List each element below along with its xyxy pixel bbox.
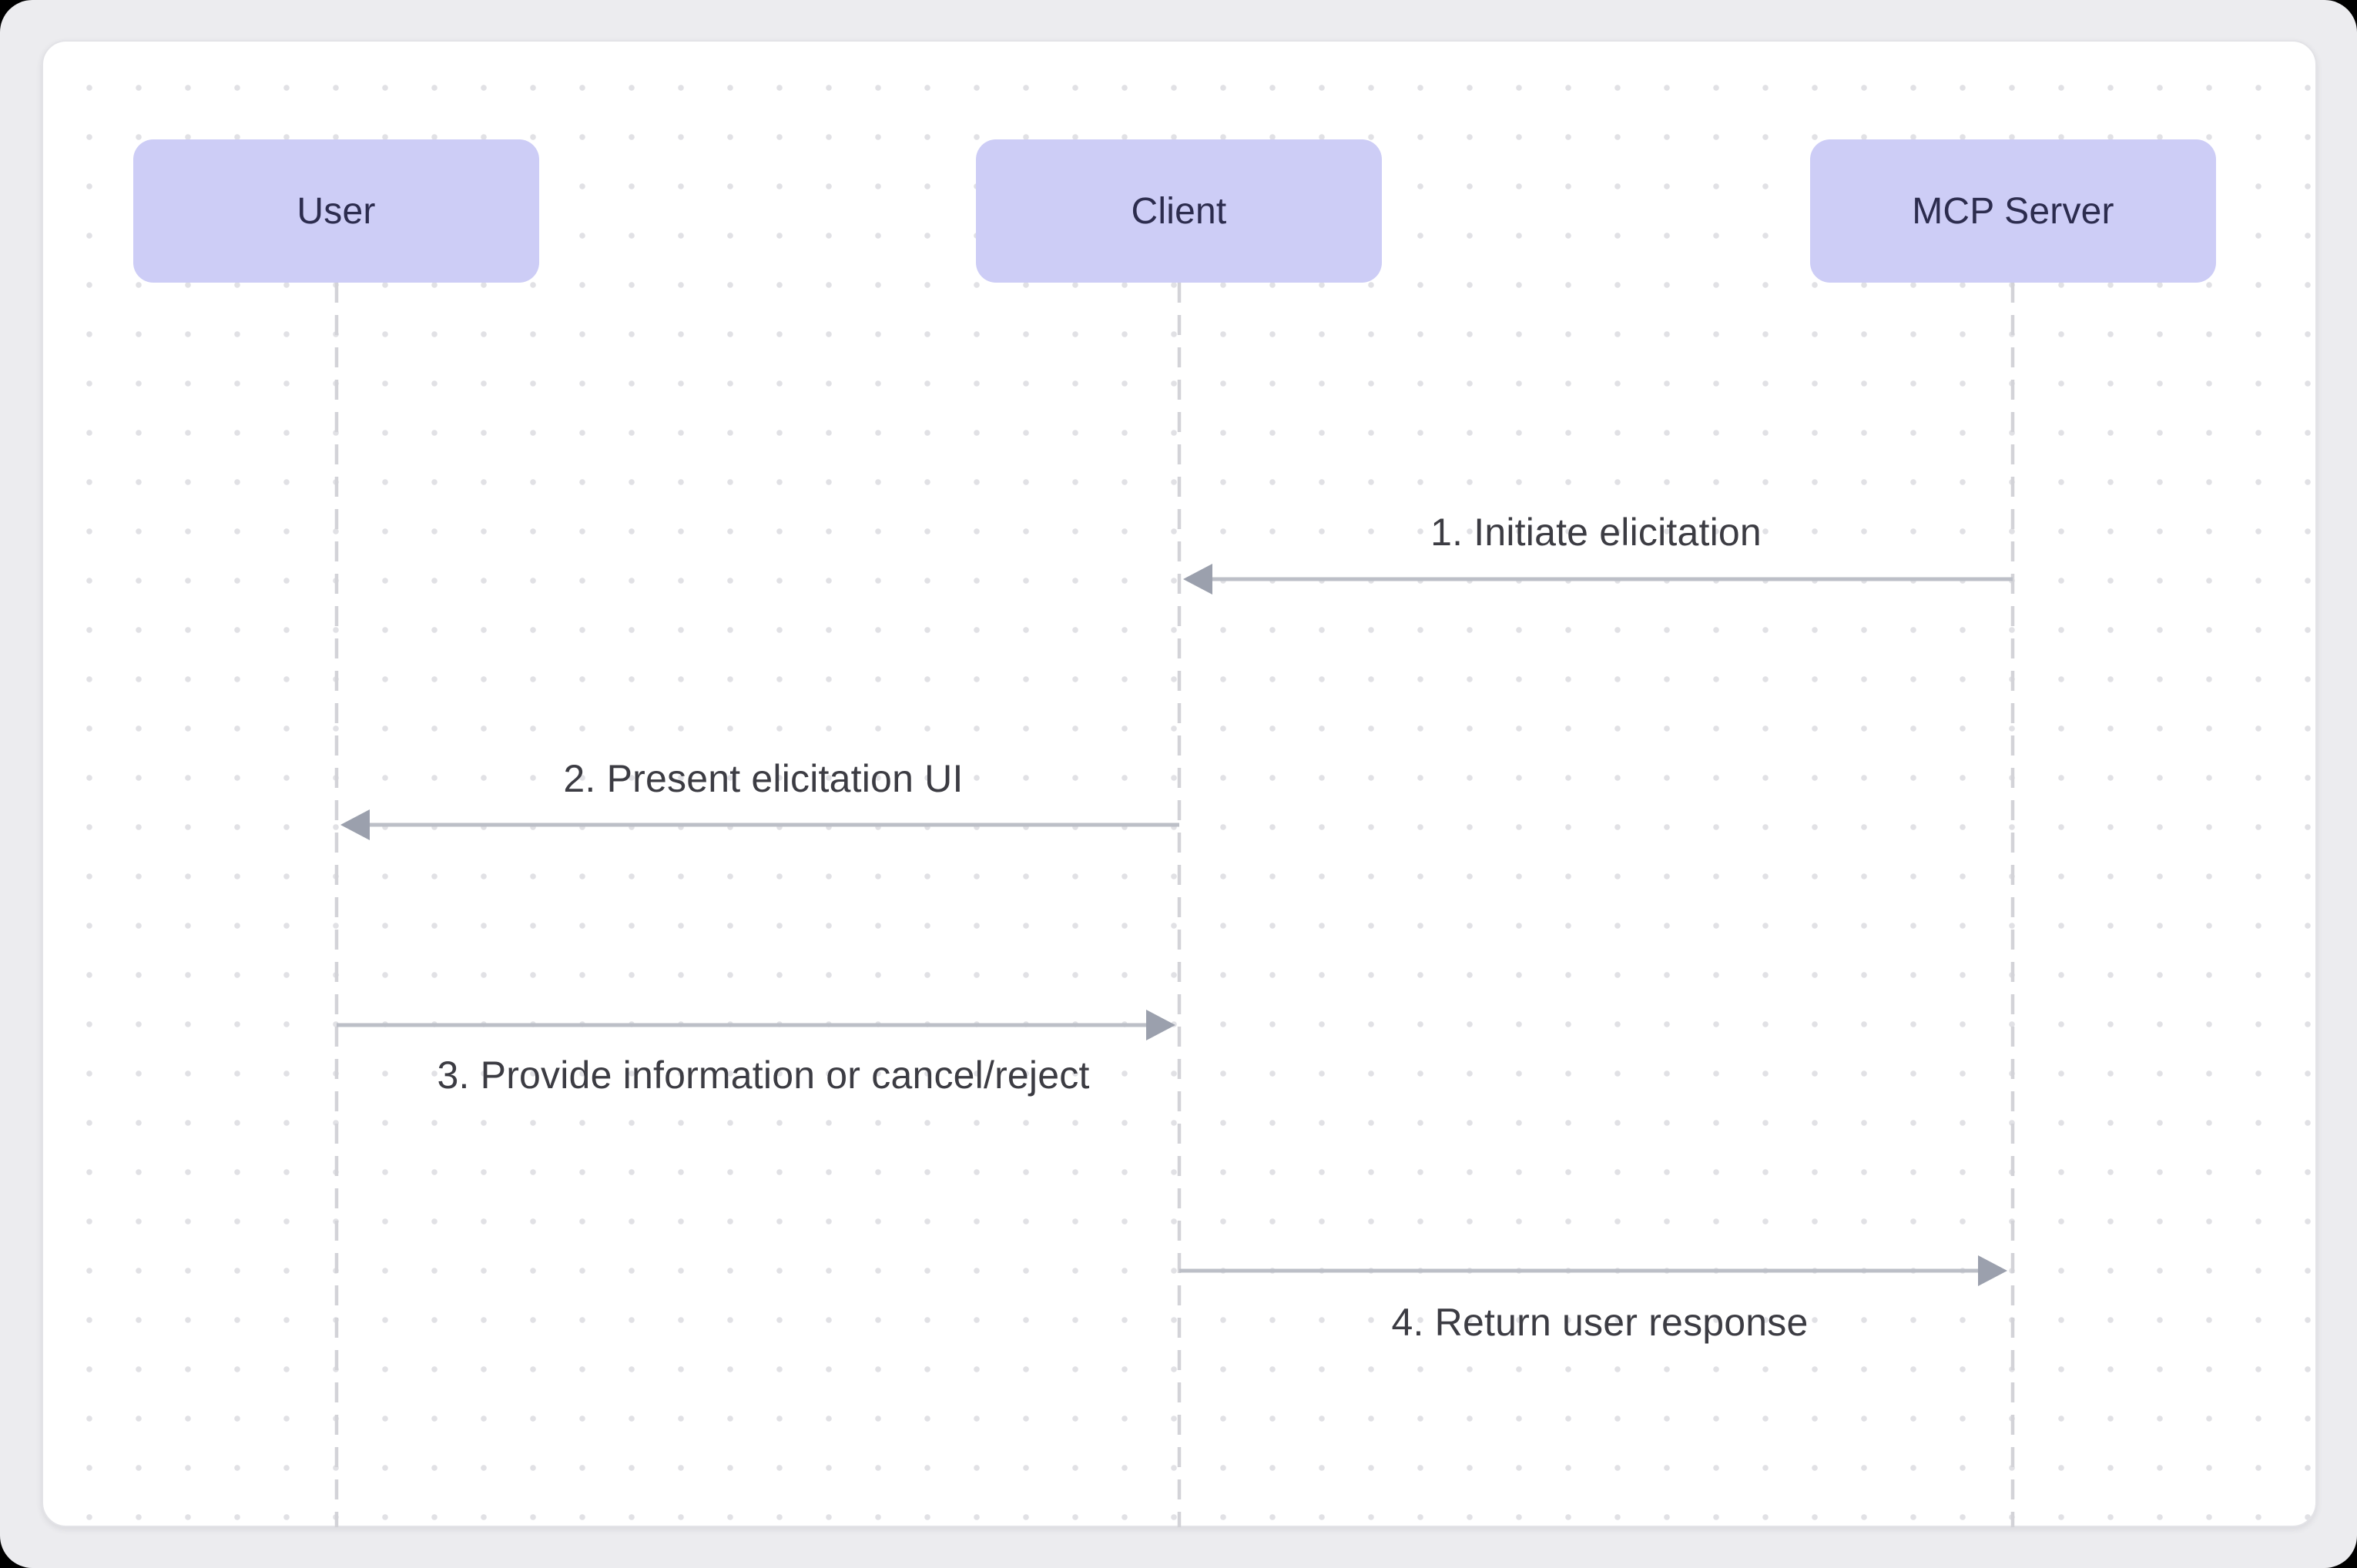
message-arrow-4-head-icon <box>1978 1255 2007 1286</box>
message-label-2: 2. Present elicitation UI <box>563 757 964 800</box>
actor-box-client: Client <box>976 139 1382 283</box>
actor-label-mcp-server: MCP Server <box>1912 190 2114 232</box>
actor-label-user: User <box>297 190 376 232</box>
message-arrow-2-head-icon <box>340 809 370 840</box>
actor-box-user: User <box>133 139 539 283</box>
actor-label-client: Client <box>1131 190 1227 232</box>
actor-box-mcp-server: MCP Server <box>1810 139 2216 283</box>
message-label-3: 3. Provide information or cancel/reject <box>437 1054 1090 1097</box>
message-label-4: 4. Return user response <box>1391 1301 1809 1344</box>
message-label-1: 1. Initiate elicitation <box>1430 511 1762 554</box>
message-arrow-1-head-icon <box>1183 564 1212 595</box>
message-arrow-3-head-icon <box>1146 1010 1175 1040</box>
